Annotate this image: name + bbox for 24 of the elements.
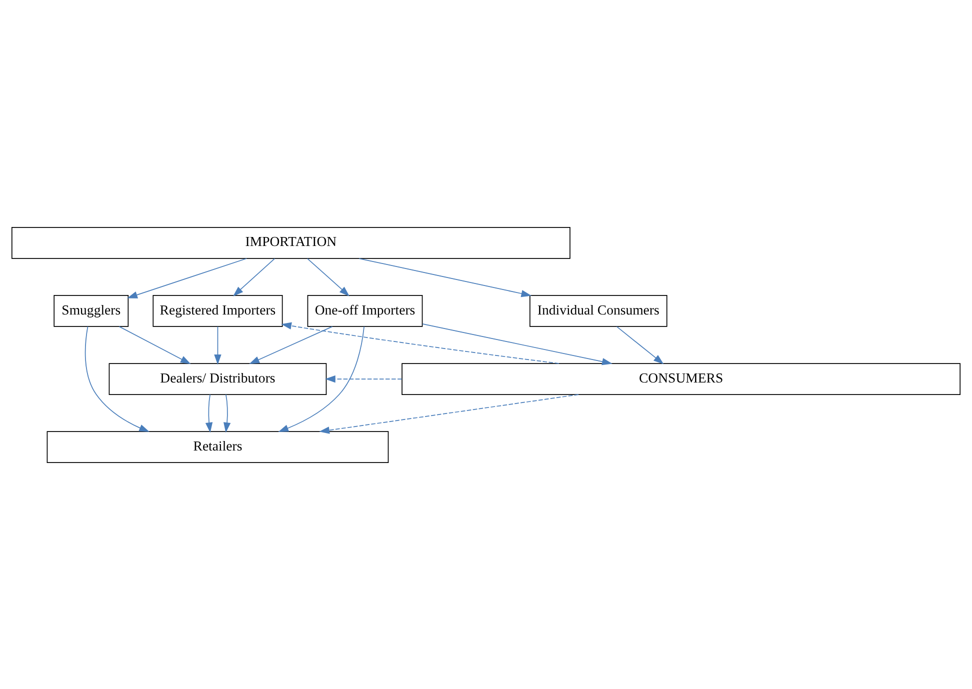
arrow [319,394,579,434]
arrow [223,394,231,432]
arrow [358,258,532,297]
arrow [249,326,333,364]
node-box: Retailers [46,430,389,462]
arrow [214,326,222,364]
arrow [118,326,191,364]
node-box: Smugglers [54,294,129,326]
node-box: CONSUMERS [402,362,961,394]
node-box: Registered Importers [152,294,283,326]
arrow [616,326,664,364]
arrow [232,258,276,296]
arrow [281,322,560,364]
node-box: One-off Importers [307,294,423,326]
arrow [422,323,612,365]
arrow [325,374,402,382]
arrow [84,326,150,432]
arrow [127,258,248,298]
node-box: Dealers/ Distributors [108,362,327,394]
arrow [278,326,365,432]
node-box: Individual Consumers [530,294,668,326]
arrow [306,258,350,296]
arrow [205,394,213,432]
node-box: IMPORTATION [11,226,570,258]
